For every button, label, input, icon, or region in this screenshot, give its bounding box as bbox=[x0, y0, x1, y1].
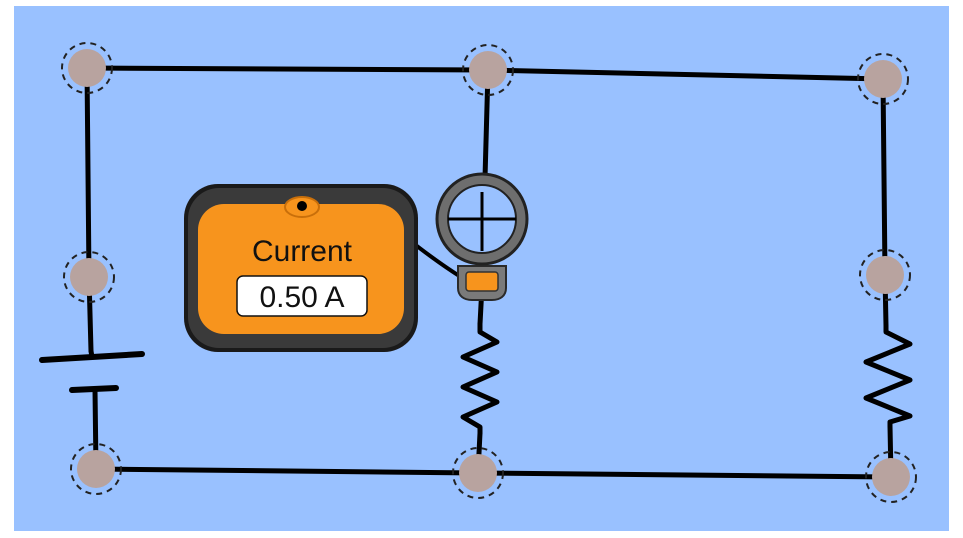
ammeter-readout-box bbox=[236, 275, 368, 317]
resistor-middle-icon[interactable] bbox=[460, 321, 500, 436]
node-top-middle[interactable] bbox=[462, 44, 514, 96]
node-middle-left[interactable] bbox=[63, 251, 115, 303]
node-top-right[interactable] bbox=[857, 53, 909, 105]
wire-top-left[interactable] bbox=[84, 65, 491, 73]
circuit-canvas: Current 0.50 A bbox=[14, 6, 949, 531]
wire-bottom-right[interactable] bbox=[475, 470, 894, 480]
wire-right-upper[interactable] bbox=[880, 76, 888, 278]
wire-top-right[interactable] bbox=[485, 67, 886, 82]
ammeter-title: Current bbox=[252, 235, 353, 268]
ammeter-device[interactable]: Current 0.50 A bbox=[184, 184, 418, 352]
node-top-left[interactable] bbox=[61, 42, 113, 94]
node-bottom-left[interactable] bbox=[70, 443, 122, 495]
nodes bbox=[61, 42, 917, 503]
resistor-right-icon[interactable] bbox=[863, 323, 913, 429]
ammeter-readout: 0.50 A bbox=[259, 281, 344, 314]
clamp-probe-icon[interactable] bbox=[435, 172, 529, 301]
ammeter-jack-hole bbox=[297, 201, 307, 211]
battery-lead-top bbox=[88, 348, 95, 360]
wire-left-upper[interactable] bbox=[84, 65, 92, 280]
wire-bottom-left[interactable] bbox=[93, 466, 481, 476]
battery-icon[interactable] bbox=[39, 348, 145, 393]
node-bottom-right[interactable] bbox=[865, 451, 917, 503]
node-bottom-middle[interactable] bbox=[452, 447, 504, 499]
node-middle-right[interactable] bbox=[859, 249, 911, 301]
